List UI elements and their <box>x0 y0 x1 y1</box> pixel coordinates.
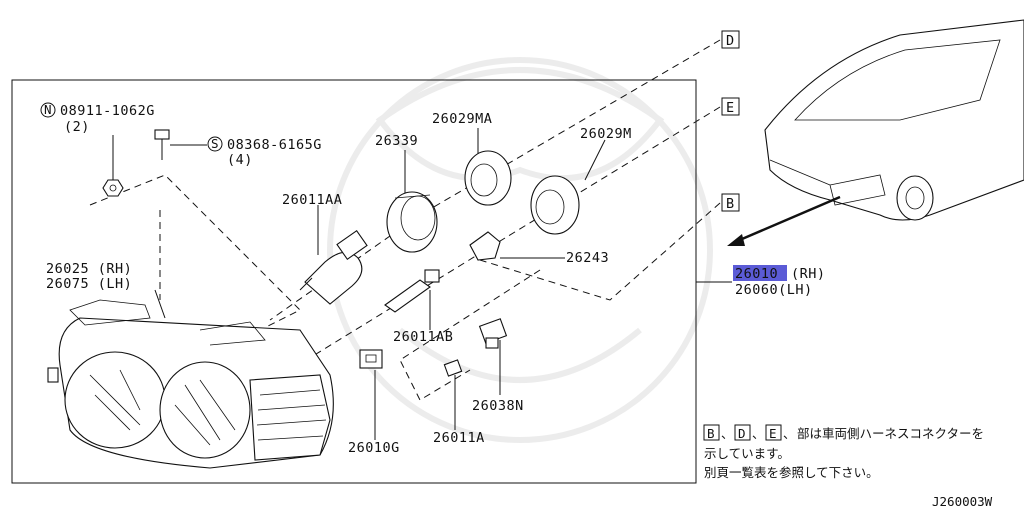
label-bracket: 26010G <box>348 440 400 456</box>
label-screw: S 08368-6165G (4) <box>207 136 322 168</box>
socket-cover-m-part <box>530 175 580 235</box>
car-illustration <box>727 19 1024 246</box>
svg-text:08911-1062G: 08911-1062G <box>60 103 155 119</box>
watermark <box>327 57 713 443</box>
svg-text:、: 、 <box>752 426 765 441</box>
label-assy: 26010 (RH) 26060(LH) <box>733 265 826 298</box>
svg-text:D: D <box>726 33 735 49</box>
connector-d: D <box>721 30 740 49</box>
screw-part <box>154 129 170 160</box>
svg-text:、: 、 <box>783 426 796 441</box>
svg-text:(RH): (RH) <box>791 266 826 282</box>
bulb-small-part <box>443 359 463 377</box>
label-cap: 26339 <box>375 133 418 149</box>
svg-text:N: N <box>44 102 52 117</box>
socket-part <box>469 231 501 261</box>
svg-text:26010: 26010 <box>735 266 778 282</box>
bulb-low-part <box>384 269 440 313</box>
connector-b: B <box>721 193 740 212</box>
label-nut: N 08911-1062G (2) <box>40 102 155 135</box>
svg-text:E: E <box>769 426 777 441</box>
svg-text:E: E <box>726 100 735 116</box>
svg-text:示しています。: 示しています。 <box>704 446 790 461</box>
svg-text:(2): (2) <box>64 119 90 135</box>
label-socket: 26243 <box>566 250 609 266</box>
connector-e: E <box>721 97 740 116</box>
socket-cover-ma-part <box>464 150 512 206</box>
label-bulb-small: 26011A <box>433 430 485 446</box>
label-bulb-side: 26038N <box>472 398 524 414</box>
svg-text:S: S <box>211 136 219 151</box>
svg-text:(4): (4) <box>227 152 253 168</box>
svg-text:、: 、 <box>721 426 734 441</box>
nut-part <box>102 179 124 197</box>
label-socket-cover-ma: 26029MA <box>432 111 492 127</box>
svg-text:B: B <box>726 196 735 212</box>
note-block: B 、 D 、 E 、 部は車両側ハーネスコネクターを 示しています。 別頁一覧… <box>703 424 984 480</box>
svg-text:部は車両側ハーネスコネクターを: 部は車両側ハーネスコネクターを <box>797 426 984 441</box>
svg-text:B: B <box>707 426 715 441</box>
label-bulb-high: 26011AA <box>282 192 342 208</box>
svg-text:D: D <box>738 426 746 441</box>
bulb-high-part <box>299 229 368 305</box>
leader-lines <box>112 128 732 440</box>
svg-text:別頁一覧表を参照して下さい。: 別頁一覧表を参照して下さい。 <box>704 465 879 480</box>
bracket-part <box>359 349 383 369</box>
headlamp-housing <box>47 299 334 469</box>
figure-code: J260003W <box>932 494 993 509</box>
label-bulb-low: 26011AB <box>393 329 453 345</box>
bulb-side-part <box>478 318 508 349</box>
assy-highlight <box>733 265 787 281</box>
svg-text:08368-6165G: 08368-6165G <box>227 137 322 153</box>
label-socket-cover-m: 26029M <box>580 126 632 142</box>
label-housing-rh: 26025 (RH) <box>46 261 132 277</box>
svg-text:26060(LH): 26060(LH) <box>735 282 813 298</box>
cap-part <box>386 191 438 253</box>
label-housing-lh: 26075 (LH) <box>46 276 132 292</box>
